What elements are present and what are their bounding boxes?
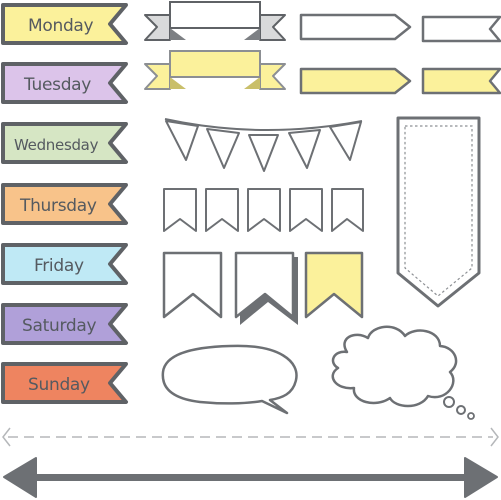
day-banner-shape xyxy=(1,362,128,404)
ribbon-fold xyxy=(170,28,260,40)
pennant xyxy=(289,188,323,232)
day-banner-shape xyxy=(1,122,128,164)
ribbon-center xyxy=(169,1,261,29)
dashed-arrow-left-head xyxy=(2,427,11,447)
ribbon-right-tail xyxy=(259,63,286,90)
flag-banner-yellow xyxy=(304,251,364,319)
bookmark-outline xyxy=(396,116,481,308)
flag-banner-white-left xyxy=(162,251,223,319)
bunting-flag xyxy=(288,129,321,169)
cloud-bubble-small xyxy=(467,412,475,420)
day-banner-label: Friday xyxy=(34,256,84,276)
bold-arrow-right-head xyxy=(464,457,498,498)
day-banner-monday: Monday xyxy=(1,3,128,45)
day-banner-tuesday: Tuesday xyxy=(1,62,128,104)
arrow-tag-white-short xyxy=(421,15,501,43)
dashed-double-arrow xyxy=(2,427,499,447)
pennant xyxy=(247,188,281,232)
tall-bookmark-banner xyxy=(396,116,481,308)
bold-double-arrow xyxy=(3,457,498,498)
pennant-row xyxy=(163,188,364,232)
bunting-flags xyxy=(164,118,363,172)
ribbon-left-tail xyxy=(144,63,171,90)
day-banner-shape xyxy=(1,3,128,45)
ribbon-fold xyxy=(170,77,260,89)
ribbon-banner-white xyxy=(144,1,286,41)
day-banner-shape xyxy=(1,183,128,225)
day-banner-thursday: Thursday xyxy=(1,183,128,225)
flag-banner-shape xyxy=(234,251,295,319)
pennant xyxy=(163,188,197,232)
bookmark-dashed-inner xyxy=(404,125,473,297)
arrow-tag-yellow-long xyxy=(299,67,412,95)
day-banner-wednesday: Wednesday xyxy=(1,122,128,164)
arrow-tag-white-long xyxy=(299,13,412,41)
pennant xyxy=(205,188,239,232)
speech-bubble xyxy=(161,344,298,415)
day-banner-label: Tuesday xyxy=(23,75,91,95)
cloud-bubble-large xyxy=(443,396,455,408)
day-banner-sunday: Sunday xyxy=(1,362,128,404)
day-banner-label: Wednesday xyxy=(14,136,99,154)
bunting-flag xyxy=(165,120,199,161)
cloud-shape xyxy=(331,325,458,408)
bold-arrow-left-head xyxy=(3,457,37,498)
ribbon-left-tail xyxy=(144,14,171,41)
bunting-flag xyxy=(248,134,279,172)
day-banner-friday: Friday xyxy=(1,243,128,285)
ribbon-right-tail xyxy=(259,14,286,41)
day-banner-shape xyxy=(1,62,128,104)
ribbon-banner-yellow xyxy=(144,50,286,90)
dashed-arrow-right-head xyxy=(490,427,499,447)
flag-banner-white-middle xyxy=(234,251,298,325)
arrow-tag-yellow-short xyxy=(421,67,501,95)
day-banner-label: Monday xyxy=(28,16,94,36)
bunting-flag xyxy=(329,121,362,161)
day-banner-label: Sunday xyxy=(28,375,90,395)
cloud-bubble-medium xyxy=(456,405,466,415)
pennant xyxy=(331,188,364,232)
day-banner-label: Saturday xyxy=(22,316,96,336)
bunting-flag xyxy=(206,128,240,169)
day-banner-shape xyxy=(1,243,128,285)
day-banner-shape xyxy=(1,303,128,345)
thought-cloud xyxy=(331,325,475,420)
bold-arrow-shaft xyxy=(34,474,467,481)
day-banner-label: Thursday xyxy=(19,196,97,216)
day-banner-saturday: Saturday xyxy=(1,303,128,345)
ribbon-center xyxy=(169,50,261,78)
